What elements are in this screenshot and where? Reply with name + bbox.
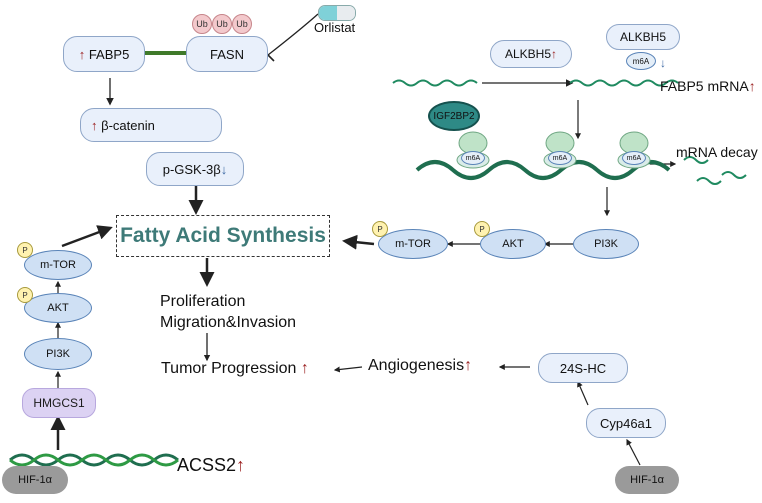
beta-catenin-box: ↑ β-catenin bbox=[80, 108, 222, 142]
up-arrow-icon: ↑ bbox=[78, 46, 86, 62]
akt-label: AKT bbox=[47, 302, 69, 314]
orlistat-pill-icon bbox=[318, 5, 356, 21]
alkbh5-label: ALKBH5 bbox=[504, 47, 552, 61]
m6a-tag: m6A bbox=[548, 151, 572, 165]
phospho-badge: P bbox=[474, 221, 490, 237]
ubiquitin-badge: Ub bbox=[232, 14, 252, 34]
orlistat-inhibit-line bbox=[267, 13, 319, 56]
beta-catenin-label: β-catenin bbox=[101, 117, 155, 133]
mtor-label: m-TOR bbox=[40, 259, 76, 271]
m6a-tag: m6A bbox=[626, 52, 656, 70]
up-arrow-icon: ↑ bbox=[91, 117, 98, 133]
acss2-label: ACSS2↑ bbox=[177, 455, 246, 475]
akt-node-left: AKT bbox=[24, 293, 92, 323]
mrna-strand-left bbox=[392, 79, 478, 87]
mtor-node-right: m-TOR bbox=[378, 229, 448, 259]
proliferation-label: Proliferation bbox=[160, 293, 246, 310]
fatty-acid-synthesis-box: Fatty Acid Synthesis bbox=[116, 215, 330, 257]
cyp46a1-box: Cyp46a1 bbox=[586, 408, 666, 438]
tumor-progression-label: Tumor Progression ↑ bbox=[161, 360, 309, 377]
m6a-tag: m6A bbox=[461, 151, 485, 165]
alkbh5-label: ALKBH5 bbox=[619, 30, 667, 44]
up-arrow-icon: ↑ bbox=[464, 357, 473, 374]
igf2bp2-node: IGF2BP2 bbox=[428, 101, 480, 131]
alkbh5-box-a: ALKBH5↑ bbox=[490, 40, 572, 68]
pgsk-box: p-GSK-3β↓ bbox=[146, 152, 244, 186]
hif-node-left: HIF-1α bbox=[2, 466, 68, 494]
dna-helix bbox=[9, 453, 179, 467]
pi3k-node-right: PI3K bbox=[573, 229, 639, 259]
mrna-decay-label: mRNA decay bbox=[676, 144, 758, 160]
hmgcs1-box: HMGCS1 bbox=[22, 388, 96, 418]
pi3k-label: PI3K bbox=[46, 348, 70, 360]
down-arrow-icon: ↓ bbox=[660, 56, 666, 70]
fabp5-box: ↑ FABP5 bbox=[63, 36, 145, 72]
fasn-box: FASN bbox=[186, 36, 268, 72]
mrna-strand-right bbox=[569, 79, 679, 87]
phospho-badge: P bbox=[17, 287, 33, 303]
up-arrow-icon: ↑ bbox=[236, 455, 246, 475]
decay-fragment bbox=[683, 156, 709, 164]
mtor-node-left: m-TOR bbox=[24, 250, 92, 280]
fabp5-mrna-wave bbox=[415, 160, 671, 180]
ubiquitin-badge: Ub bbox=[212, 14, 232, 34]
phospho-badge: P bbox=[372, 221, 388, 237]
up-arrow-icon: ↑ bbox=[748, 78, 756, 94]
pi3k-node-left: PI3K bbox=[24, 338, 92, 370]
m6a-tag: m6A bbox=[622, 151, 646, 165]
hif-node-right: HIF-1α bbox=[615, 466, 679, 494]
up-arrow-icon: ↑ bbox=[300, 360, 309, 377]
24s-hc-box: 24S-HC bbox=[538, 353, 628, 383]
decay-fragment bbox=[696, 177, 722, 185]
migration-label: Migration&Invasion bbox=[160, 314, 297, 331]
hif-label: HIF-1α bbox=[18, 474, 52, 486]
pgsk-label: p-GSK-3β bbox=[162, 161, 221, 177]
akt-node-right: AKT bbox=[480, 229, 546, 259]
angiogenesis-label: Angiogenesis↑ bbox=[368, 357, 473, 374]
fatty-acid-synthesis-label: Fatty Acid Synthesis bbox=[120, 224, 326, 247]
ubiquitin-badge: Ub bbox=[192, 14, 212, 34]
fasn-label: FASN bbox=[210, 46, 244, 62]
fabp5-mrna-label: FABP5 mRNA↑ bbox=[660, 78, 756, 94]
up-arrow-icon: ↑ bbox=[551, 47, 558, 61]
alkbh5-box-b: ALKBH5 bbox=[606, 24, 680, 50]
down-arrow-icon: ↓ bbox=[220, 161, 228, 177]
orlistat-label: Orlistat bbox=[314, 20, 356, 35]
phospho-badge: P bbox=[17, 242, 33, 258]
decay-fragment bbox=[721, 171, 747, 179]
fabp5-label: FABP5 bbox=[88, 46, 130, 62]
hmgcs1-label: HMGCS1 bbox=[33, 396, 85, 410]
